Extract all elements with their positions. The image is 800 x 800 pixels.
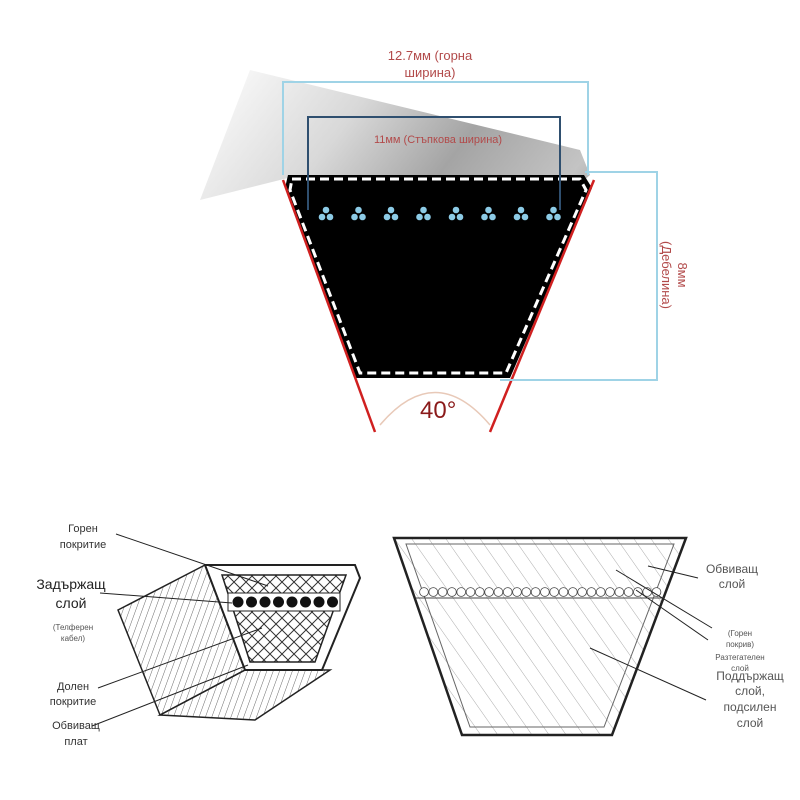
- bottom-cover-label-line1: Долен: [57, 681, 89, 693]
- tension-cords: [318, 206, 561, 221]
- right-top-cover-label-line1: (Горен: [728, 629, 752, 638]
- cord-circle: [623, 587, 634, 597]
- cord-circle: [633, 587, 643, 597]
- cord-circle: [586, 587, 597, 597]
- cord-circle: [484, 587, 494, 597]
- cord-circle: [530, 587, 541, 597]
- cord-circle: [419, 587, 429, 597]
- right-top-cover-label-line2: покрив): [726, 640, 754, 649]
- right-section-outer: [392, 536, 688, 737]
- left-cords: [232, 596, 338, 608]
- leader-right-stretch: [635, 589, 709, 641]
- cord-circle: [521, 587, 532, 597]
- cord-circle: [437, 587, 448, 597]
- cord-icon: [351, 206, 366, 221]
- right-flank-line: [488, 179, 596, 433]
- leader-right-wrap: [647, 565, 699, 579]
- thickness-label-line2: (Дебелина): [659, 241, 674, 309]
- right-stretch-label-line2: слой: [731, 664, 749, 673]
- cord-icon: [416, 206, 431, 221]
- left-belt-bottom: [157, 669, 333, 721]
- cord-circle: [651, 587, 662, 597]
- right-cords: [419, 587, 662, 597]
- cord-circle: [512, 587, 522, 597]
- left-flank-line: [281, 179, 377, 433]
- cord-icon: [448, 206, 464, 221]
- cord-dot: [286, 596, 298, 608]
- pitch-width-label: 11мм (Стъпкова ширина): [374, 134, 502, 146]
- angle-arc: [379, 391, 491, 426]
- left-belt-illustration: Горен покритие Задържащ слой (Телферен к…: [36, 523, 362, 748]
- right-support-label-line4: слой: [737, 716, 764, 730]
- cord-icon: [481, 206, 496, 221]
- cord-circle: [577, 587, 587, 597]
- cord-dot: [313, 596, 325, 608]
- right-wrap-label-line1: Обвиващ: [706, 562, 758, 576]
- cord-circle: [502, 587, 513, 597]
- cord-icon: [546, 206, 561, 221]
- tension-note-line2: кабел): [61, 634, 85, 643]
- cord-circle: [558, 587, 569, 597]
- leader-bottom-cover: [97, 627, 263, 689]
- cord-dot: [273, 596, 284, 608]
- belt-dashed-outline: [288, 177, 588, 375]
- belt-cross-section: [285, 175, 592, 378]
- wrap-label-line2: плат: [64, 736, 87, 748]
- right-stretch-label-line1: Разтегателен: [715, 653, 764, 662]
- cord-circle: [614, 587, 625, 597]
- right-support-label-line1: Поддържащ: [716, 669, 784, 683]
- right-section-inner: [405, 543, 675, 728]
- leader-right-top-cover: [615, 569, 713, 629]
- cord-icon: [318, 206, 334, 221]
- angle-label: 40°: [420, 397, 456, 424]
- cord-circle: [493, 587, 504, 597]
- leader-right-support: [589, 647, 707, 701]
- top-cover-label-line2: покритие: [60, 539, 106, 551]
- wrap-label-line1: Обвиващ: [52, 720, 100, 732]
- bottom-cover-label-line2: покритие: [50, 696, 96, 708]
- cord-circle: [456, 587, 467, 597]
- right-support-label-line3: подсилен: [724, 700, 777, 714]
- tension-note-line1: (Телферен: [53, 623, 93, 632]
- cord-circle: [474, 587, 485, 597]
- cord-dot: [246, 596, 257, 608]
- cord-circle: [447, 587, 457, 597]
- cord-dot: [327, 596, 338, 608]
- cord-dot: [300, 596, 311, 608]
- leader-wrap: [91, 664, 249, 727]
- cord-circle: [428, 587, 439, 597]
- thickness-label-line1: 8мм: [675, 262, 690, 287]
- top-width-label-line2: ширина): [405, 65, 456, 80]
- top-belt-section: 40° 12.7мм (горна ширина) 11мм (Стъпкова…: [200, 48, 690, 433]
- leader-tension: [99, 592, 233, 604]
- top-width-label-line1: 12.7мм (горна: [388, 48, 473, 63]
- right-wrap-label-line2: слой: [719, 577, 746, 591]
- cord-dot: [259, 596, 271, 608]
- cord-circle: [595, 587, 606, 597]
- cord-circle: [465, 587, 476, 597]
- cord-circle: [567, 587, 578, 597]
- tension-label-line1: Задържащ: [36, 576, 106, 592]
- leader-top-cover: [115, 533, 269, 587]
- cord-circle: [540, 587, 550, 597]
- cord-dot: [232, 596, 244, 608]
- top-cover-label-line1: Горен: [68, 523, 98, 535]
- cord-circle: [605, 587, 615, 597]
- top-width-guide: [282, 81, 589, 175]
- cord-icon: [513, 206, 529, 221]
- pitch-width-guide: [307, 116, 561, 210]
- cord-circle: [549, 587, 559, 597]
- right-support-label-line2: слой,: [735, 684, 765, 698]
- tension-label-line2: слой: [56, 595, 87, 611]
- cord-icon: [383, 206, 399, 221]
- right-belt-section: Обвиващ слой (Горен покрив) Разтегателен…: [392, 536, 784, 737]
- thickness-guide: [500, 171, 658, 381]
